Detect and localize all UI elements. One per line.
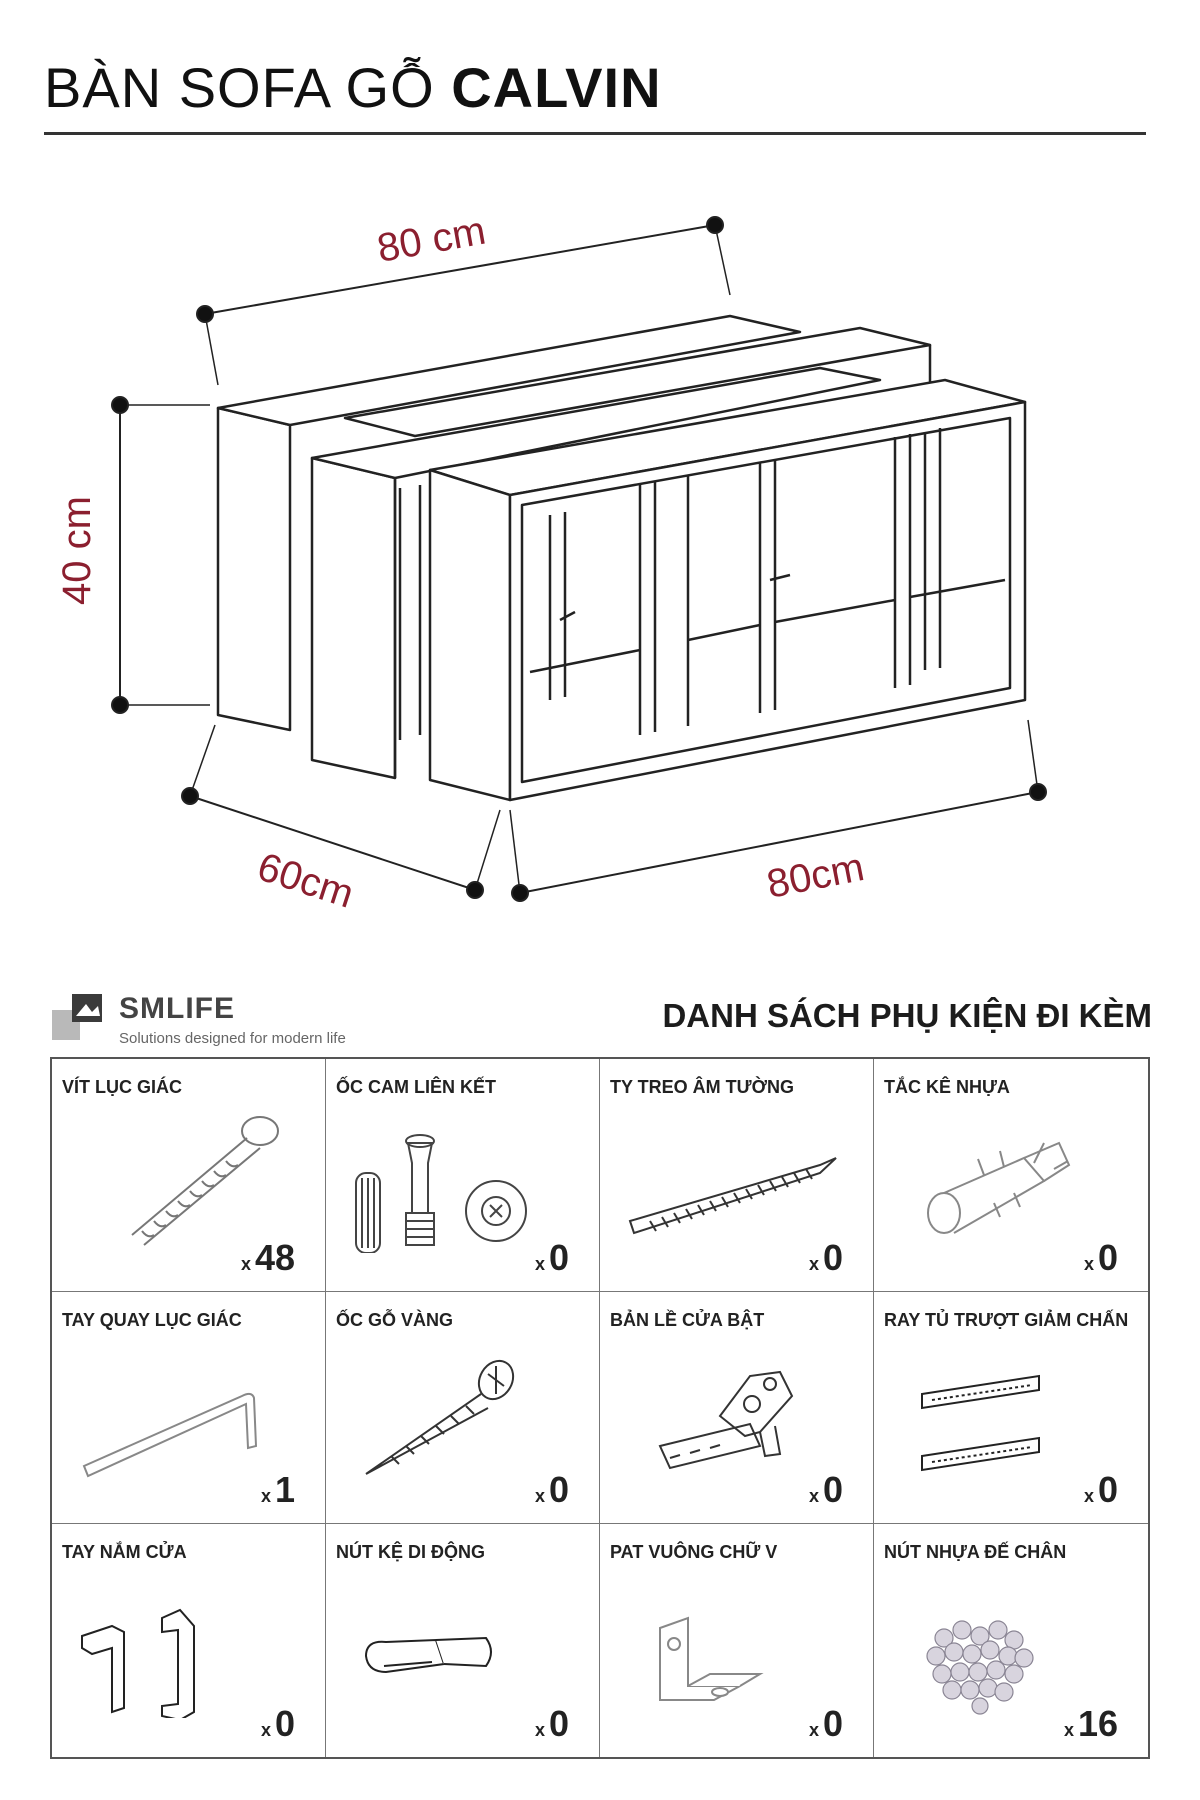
dimension-width-front: 80cm (763, 845, 867, 907)
quantity-prefix: x (534, 1720, 545, 1740)
wood-screw-icon (365, 1359, 515, 1475)
product-drawing: 80 cm 40 cm 60cm 80cm (55, 209, 1047, 917)
quantity-value: 1 (274, 1469, 295, 1511)
title-divider (44, 132, 1146, 135)
accessory-label: NÚT KỆ DI ĐỘNG (336, 1542, 486, 1563)
quantity-value: 0 (548, 1469, 569, 1511)
angle-bracket-icon (659, 1616, 764, 1702)
quantity-value: 0 (822, 1236, 843, 1278)
dimension-height: 40 cm (55, 496, 99, 605)
quantity-prefix: x (1083, 1486, 1094, 1507)
quantity-value: 0 (548, 1236, 569, 1278)
allen-key-icon (82, 1392, 258, 1478)
quantity-prefix: x (240, 1253, 251, 1274)
accessory-label: VÍT LỤC GIÁC (62, 1077, 182, 1097)
plastic-feet-icon (926, 1620, 1034, 1715)
quantity-prefix: x (808, 1486, 819, 1507)
quantity-prefix: x (808, 1253, 819, 1274)
shelf-pin-icon (364, 1637, 492, 1674)
accessory-label: TAY NẮM CỬA (62, 1542, 187, 1563)
dimension-width-back: 80 cm (374, 209, 489, 271)
brand-tagline: Solutions designed for modern life (119, 1030, 346, 1047)
quantity-value: 48 (254, 1236, 295, 1278)
hinge-icon (658, 1370, 794, 1469)
page-title: BÀN SOFA GỖ CALVIN (44, 52, 662, 124)
quantity-prefix: x (534, 1253, 545, 1274)
wall-bolt-icon (628, 1157, 837, 1235)
quantity-prefix: x (808, 1720, 819, 1740)
hex-screw-icon (131, 1116, 279, 1246)
quantity-value: 0 (822, 1469, 843, 1511)
accessory-label: TẮC KÊ NHỰA (884, 1077, 1010, 1097)
accessories-title: DANH SÁCH PHỤ KIỆN ĐI KÈM (662, 997, 1152, 1034)
accessory-label: ỐC GỖ VÀNG (336, 1309, 454, 1330)
quantity-value: 0 (1097, 1236, 1118, 1278)
title-product-type: BÀN SOFA GỖ (44, 56, 435, 119)
quantity-prefix: x (260, 1720, 271, 1740)
quantity-prefix: x (534, 1486, 545, 1507)
quantity-prefix: x (260, 1486, 271, 1507)
dimension-depth: 60cm (252, 845, 359, 917)
drawer-slide-icon (921, 1374, 1040, 1471)
door-handle-icon (81, 1609, 195, 1719)
quantity-value: 0 (822, 1703, 843, 1744)
accessory-label: BẢN LỀ CỬA BẬT (610, 1309, 765, 1330)
title-product-name: CALVIN (451, 56, 662, 119)
brand-name: SMLIFE (119, 992, 235, 1025)
quantity-value: 0 (274, 1703, 295, 1744)
accessory-label: ỐC CAM LIÊN KẾT (336, 1077, 496, 1097)
accessory-label: TAY QUAY LỤC GIÁC (62, 1309, 242, 1330)
accessory-label: NÚT NHỰA ĐẾ CHÂN (884, 1542, 1067, 1563)
quantity-value: 0 (548, 1703, 569, 1744)
quantity-prefix: x (1083, 1253, 1094, 1274)
accessory-label: TY TREO ÂM TƯỜNG (610, 1077, 794, 1097)
smlife-logo-icon (52, 994, 102, 1040)
cam-lock-icon (355, 1134, 527, 1253)
quantity-value: 0 (1097, 1469, 1118, 1511)
quantity-value: 16 (1077, 1703, 1118, 1744)
quantity-prefix: x (1063, 1720, 1074, 1740)
accessory-label: RAY TỦ TRƯỢT GIẢM CHẤN (884, 1309, 1129, 1330)
accessory-label: PAT VUÔNG CHỮ V (610, 1542, 778, 1563)
wall-plug-icon (927, 1141, 1071, 1234)
